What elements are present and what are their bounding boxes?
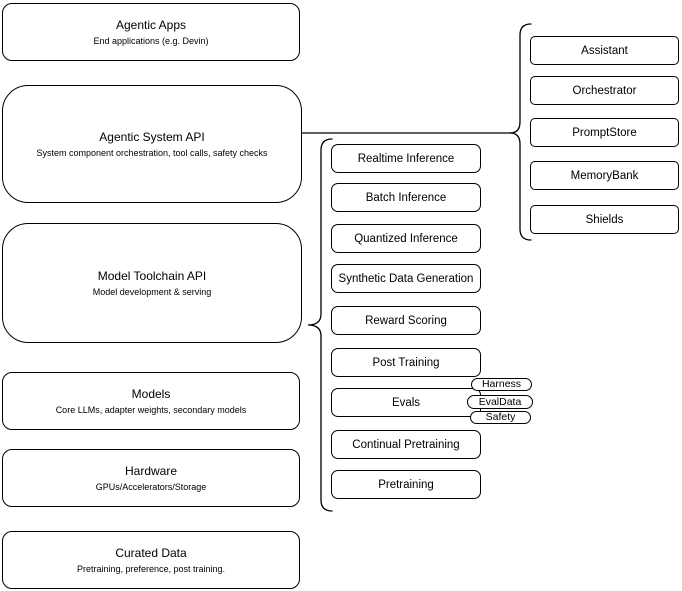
node-label: Post Training <box>372 356 440 369</box>
node-orchestrator: Orchestrator <box>530 76 679 105</box>
node-synthetic-data-generation: Synthetic Data Generation <box>331 264 481 293</box>
node-label: PromptStore <box>572 126 637 139</box>
tag-harness: Harness <box>471 378 532 391</box>
node-title: Models <box>131 387 171 401</box>
node-continual-pretraining: Continual Pretraining <box>331 430 481 459</box>
node-quantized-inference: Quantized Inference <box>331 224 481 253</box>
node-assistant: Assistant <box>530 36 679 65</box>
node-model-toolchain-api: Model Toolchain API Model development & … <box>2 223 302 343</box>
node-label: Quantized Inference <box>354 232 458 245</box>
node-batch-inference: Batch Inference <box>331 183 481 212</box>
node-realtime-inference: Realtime Inference <box>331 144 481 173</box>
node-subtitle: System component orchestration, tool cal… <box>36 148 268 158</box>
node-title: Agentic System API <box>99 130 205 144</box>
tag-evaldata: EvalData <box>467 395 533 409</box>
node-promptstore: PromptStore <box>530 118 679 147</box>
toolchain-group-curly-bracket <box>307 138 333 512</box>
tag-label: Safety <box>485 411 516 423</box>
node-subtitle: Model development & serving <box>92 287 212 297</box>
system-group-curly-bracket <box>509 23 532 241</box>
node-agentic-system-api: Agentic System API System component orch… <box>2 85 302 203</box>
tag-label: EvalData <box>478 395 522 408</box>
node-evals: Evals <box>331 388 481 417</box>
node-label: Reward Scoring <box>365 314 447 327</box>
node-memorybank: MemoryBank <box>530 161 679 190</box>
node-title: Hardware <box>124 464 178 478</box>
node-label: Orchestrator <box>572 84 637 97</box>
node-subtitle: Core LLMs, adapter weights, secondary mo… <box>55 405 247 415</box>
node-subtitle: End applications (e.g. Devin) <box>93 36 209 46</box>
node-label: Shields <box>585 213 624 226</box>
node-label: Pretraining <box>378 478 434 491</box>
node-post-training: Post Training <box>331 348 481 377</box>
node-label: Synthetic Data Generation <box>338 272 474 285</box>
node-models: Models Core LLMs, adapter weights, secon… <box>2 372 300 430</box>
node-shields: Shields <box>530 205 679 234</box>
node-curated-data: Curated Data Pretraining, preference, po… <box>2 531 300 589</box>
node-pretraining: Pretraining <box>331 470 481 499</box>
node-label: Evals <box>391 396 421 409</box>
node-label: Realtime Inference <box>357 152 455 165</box>
node-label: Assistant <box>581 44 628 57</box>
node-hardware: Hardware GPUs/Accelerators/Storage <box>2 449 300 507</box>
node-label: Continual Pretraining <box>352 438 460 451</box>
tag-label: Harness <box>481 378 522 390</box>
node-subtitle: Pretraining, preference, post training. <box>76 564 226 574</box>
node-title: Model Toolchain API <box>97 269 207 283</box>
node-subtitle: GPUs/Accelerators/Storage <box>95 482 207 492</box>
node-title: Agentic Apps <box>115 18 187 32</box>
node-title: Curated Data <box>115 546 187 560</box>
node-reward-scoring: Reward Scoring <box>331 306 481 335</box>
node-label: Batch Inference <box>365 191 447 204</box>
tag-safety: Safety <box>470 411 531 424</box>
node-agentic-apps: Agentic Apps End applications (e.g. Devi… <box>2 3 300 61</box>
node-label: MemoryBank <box>570 169 639 182</box>
